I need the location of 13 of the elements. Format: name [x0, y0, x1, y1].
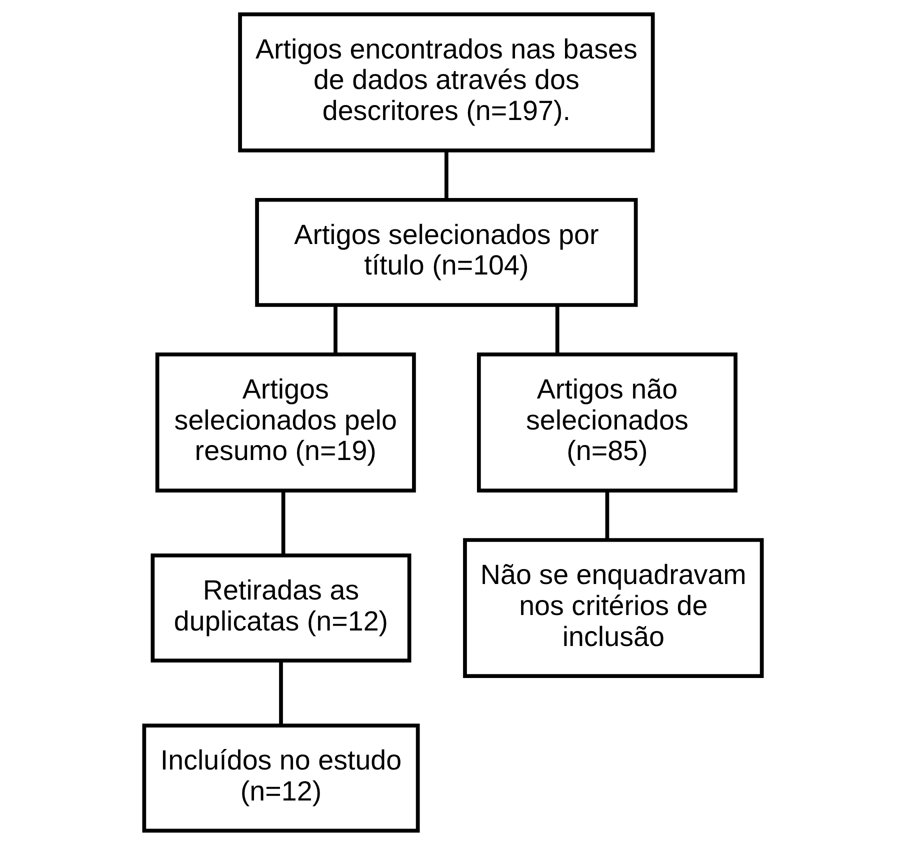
connector: [333, 305, 337, 354]
connector: [280, 490, 285, 556]
node-box: Artigos encontrados nas bases de dados através dos descritores (n=197).: [238, 12, 654, 152]
connector: [604, 490, 609, 540]
node-box: Incluídos no estudo (n=12): [142, 724, 420, 833]
connector: [278, 660, 282, 726]
node-box: Artigos não selecionados (n=85): [476, 352, 737, 492]
connector: [554, 305, 559, 354]
node-box: Retiradas as duplicatas (n=12): [150, 554, 411, 663]
node-box: Artigos selecionados pelo resumo (n=19): [154, 352, 416, 492]
node-box: Não se enquadravam nos critérios de inclusão: [462, 538, 764, 678]
connector: [444, 150, 448, 200]
node-box: Artigos selecionados por título (n=104): [254, 198, 638, 307]
